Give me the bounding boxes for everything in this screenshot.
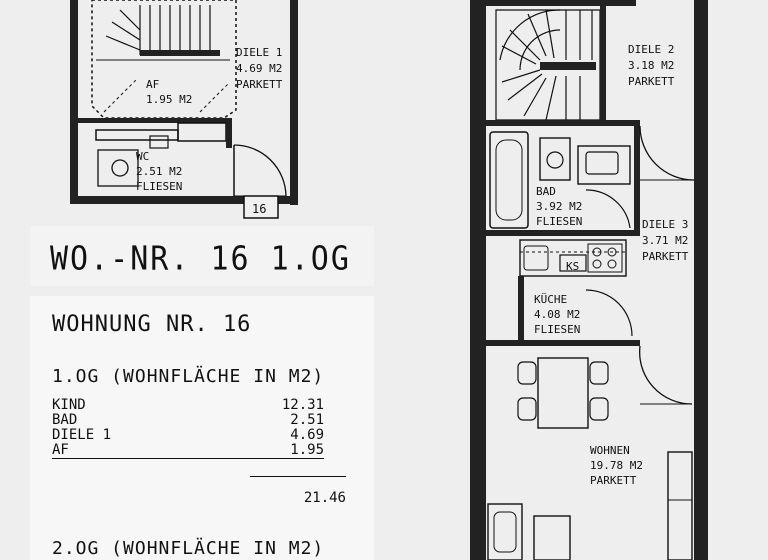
area-row-room: BAD xyxy=(52,412,78,428)
area-row: AF 1.95 xyxy=(52,443,324,459)
bad-area: 3.92 M2 xyxy=(536,200,582,213)
wohnen-floor: PARKETT xyxy=(590,474,637,487)
af-area: 1.95 M2 xyxy=(146,93,192,106)
area-row-value: 2.51 xyxy=(290,412,324,428)
kueche-name: KÜCHE xyxy=(534,293,567,306)
right-floor-plan xyxy=(470,0,708,560)
diele2-name: DIELE 2 xyxy=(628,43,674,56)
diele3-name: DIELE 3 xyxy=(642,218,688,231)
bad-name: BAD xyxy=(536,185,556,198)
area-row-value: 1.95 xyxy=(290,442,324,458)
area-row: BAD 2.51 xyxy=(52,413,324,428)
sheet-title: WO.-NR. 16 1.OG xyxy=(50,240,351,279)
diele1-floor: PARKETT xyxy=(236,78,283,91)
wohnen-name: WOHNEN xyxy=(590,444,630,457)
apartment-heading: WOHNUNG NR. 16 xyxy=(52,312,252,337)
right-room-labels: DIELE 2 3.18 M2 PARKETT BAD 3.92 M2 FLIE… xyxy=(534,43,689,487)
area-row-value: 4.69 xyxy=(290,427,324,443)
left-floor-plan xyxy=(70,0,298,219)
floor2-heading: 2.OG (WOHNFLÄCHE IN M2) xyxy=(52,538,325,559)
wohnen-area: 19.78 M2 xyxy=(590,459,643,472)
diele1-name: DIELE 1 xyxy=(236,46,282,59)
diele1-area: 4.69 M2 xyxy=(236,62,282,75)
diele2-floor: PARKETT xyxy=(628,75,675,88)
area-row: KIND 12.31 xyxy=(52,398,324,413)
wc-name: WC xyxy=(136,150,149,163)
wc-area: 2.51 M2 xyxy=(136,165,182,178)
floor1-total: 21.46 xyxy=(250,476,346,506)
area-row-room: DIELE 1 xyxy=(52,427,112,443)
area-row-room: AF xyxy=(52,442,69,458)
diele3-area: 3.71 M2 xyxy=(642,234,688,247)
af-name: AF xyxy=(146,78,159,91)
bad-floor: FLIESEN xyxy=(536,215,582,228)
left-room-labels: DIELE 1 4.69 M2 PARKETT AF 1.95 M2 WC 2.… xyxy=(136,46,283,216)
kueche-area: 4.08 M2 xyxy=(534,308,580,321)
floor1-heading: 1.OG (WOHNFLÄCHE IN M2) xyxy=(52,366,325,387)
diele3-floor: PARKETT xyxy=(642,250,689,263)
diele2-area: 3.18 M2 xyxy=(628,59,674,72)
kueche-floor: FLIESEN xyxy=(534,323,580,336)
ks-label: KS xyxy=(566,260,579,273)
title-panel xyxy=(30,226,374,286)
area-row-room: KIND xyxy=(52,397,86,413)
area-row: DIELE 1 4.69 xyxy=(52,428,324,443)
floor1-area-table: KIND 12.31 BAD 2.51 DIELE 1 4.69 AF 1.95 xyxy=(52,398,324,459)
door-number-label: 16 xyxy=(252,202,266,216)
area-row-value: 12.31 xyxy=(281,397,324,413)
area-panel xyxy=(30,296,374,560)
wc-floor: FLIESEN xyxy=(136,180,182,193)
